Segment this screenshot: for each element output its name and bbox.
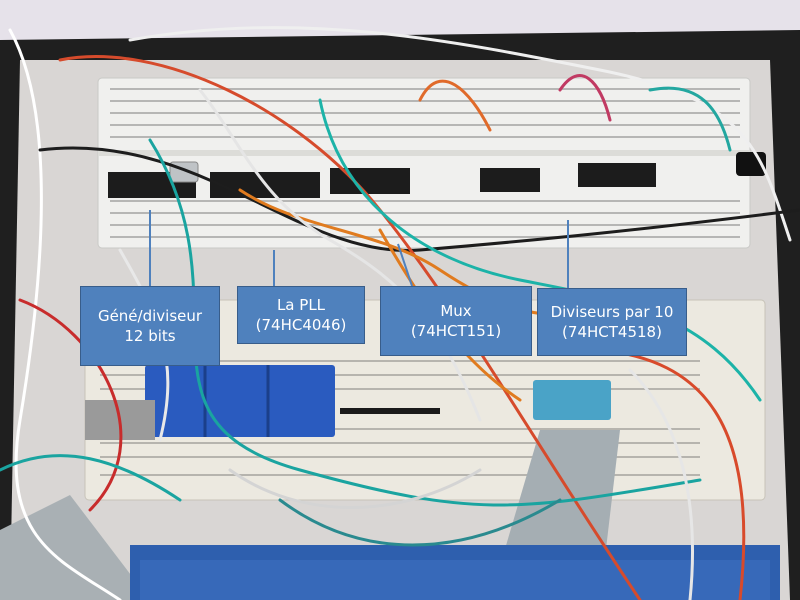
chip-mux	[330, 168, 410, 194]
callout-gene-diviseur: Géné/diviseur 12 bits	[80, 286, 220, 366]
upper-breadboard-channel	[98, 150, 750, 156]
chip-counter-b	[578, 163, 656, 187]
lower-breadboard-holes	[100, 360, 700, 476]
upper-breadboard-holes	[110, 88, 740, 238]
callout-gene-diviseur-line1: Géné/diviseur	[97, 307, 203, 325]
callout-mux-line1: Mux	[440, 302, 472, 320]
blue-relay-block	[145, 365, 335, 437]
callout-diviseurs-line2: (74HCT4518)	[562, 323, 662, 341]
ribbon-connector	[533, 380, 611, 420]
ribbon-cable-left	[0, 495, 150, 600]
callout-gene-diviseur-line2: 12 bits	[124, 327, 176, 345]
callout-mux-line2: (74HCT151)	[410, 322, 502, 340]
callout-pll-line2: (74HC4046)	[255, 316, 347, 334]
callout-pll-line1: La PLL	[276, 296, 326, 314]
black-bar	[340, 408, 440, 414]
callout-diviseurs: Diviseurs par 10 (74HCT4518)	[537, 288, 687, 356]
chip-counter-a	[480, 168, 540, 192]
callout-pll: La PLL (74HC4046)	[237, 286, 365, 344]
callout-diviseurs-line1: Diviseurs par 10	[550, 303, 674, 321]
jumper-wires	[0, 26, 800, 600]
callout-mux: Mux (74HCT151)	[380, 286, 532, 356]
callout-pointers	[149, 210, 569, 288]
